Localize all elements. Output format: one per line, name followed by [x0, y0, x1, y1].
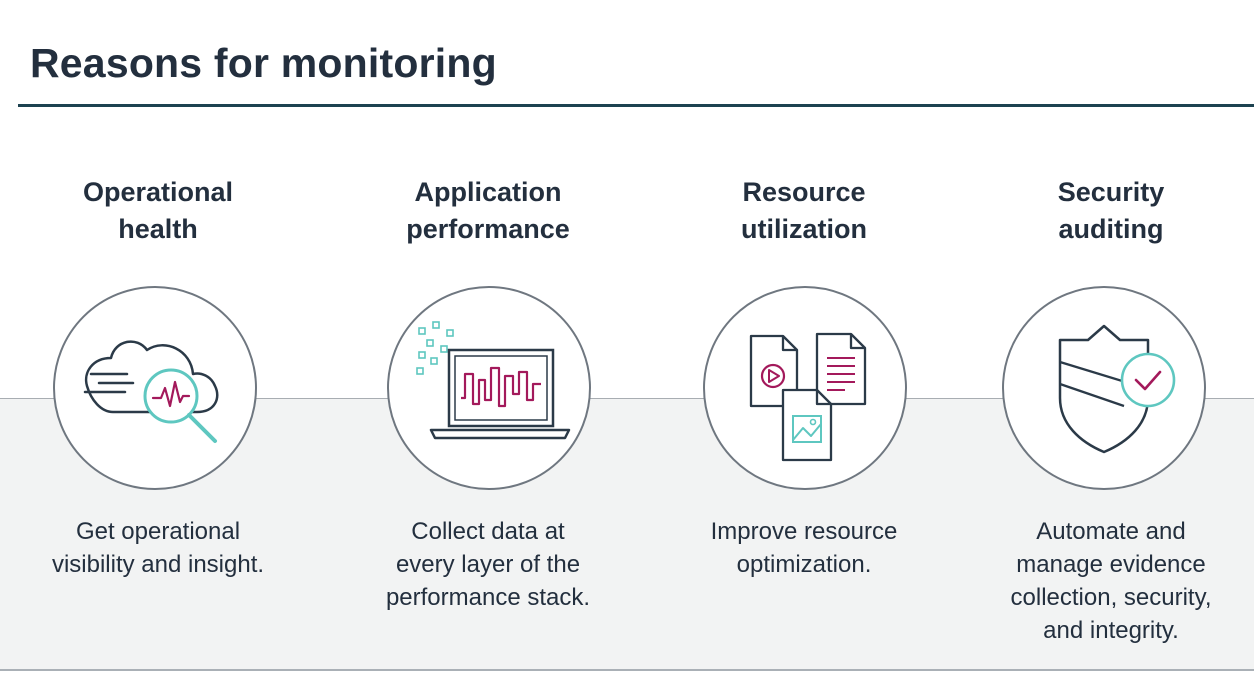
- band-top-divider: [0, 398, 1254, 399]
- title-divider: [18, 104, 1254, 107]
- reason-application-performance: Application performance Collect data at …: [338, 0, 638, 684]
- media-documents-icon: [703, 286, 907, 490]
- reason-heading: Security auditing: [1057, 177, 1165, 244]
- reason-resource-utilization: Resource utilization Improve resource: [654, 0, 954, 684]
- reason-description: Automate and manage evidence collection,…: [1010, 518, 1212, 644]
- reason-description: Collect data at every layer of the perfo…: [385, 518, 591, 611]
- band-bottom-divider: [0, 669, 1254, 671]
- reason-heading: Application performance: [406, 177, 570, 244]
- page-title: Reasons for monitoring: [30, 40, 497, 86]
- cloud-magnifier-heartbeat-icon: [53, 286, 257, 490]
- reason-operational-health: Operational health Get operational visib…: [8, 0, 308, 684]
- laptop-waveform-icon: [387, 286, 591, 490]
- reason-description: Get operational visibility and insight.: [51, 518, 265, 578]
- reason-heading: Resource utilization: [741, 177, 867, 244]
- reason-description: Improve resource optimization.: [710, 518, 898, 578]
- reason-security-auditing: Security auditing Automate and manage ev…: [961, 0, 1254, 684]
- shield-checkmark-icon: [1002, 286, 1206, 490]
- reason-heading: Operational health: [82, 177, 234, 244]
